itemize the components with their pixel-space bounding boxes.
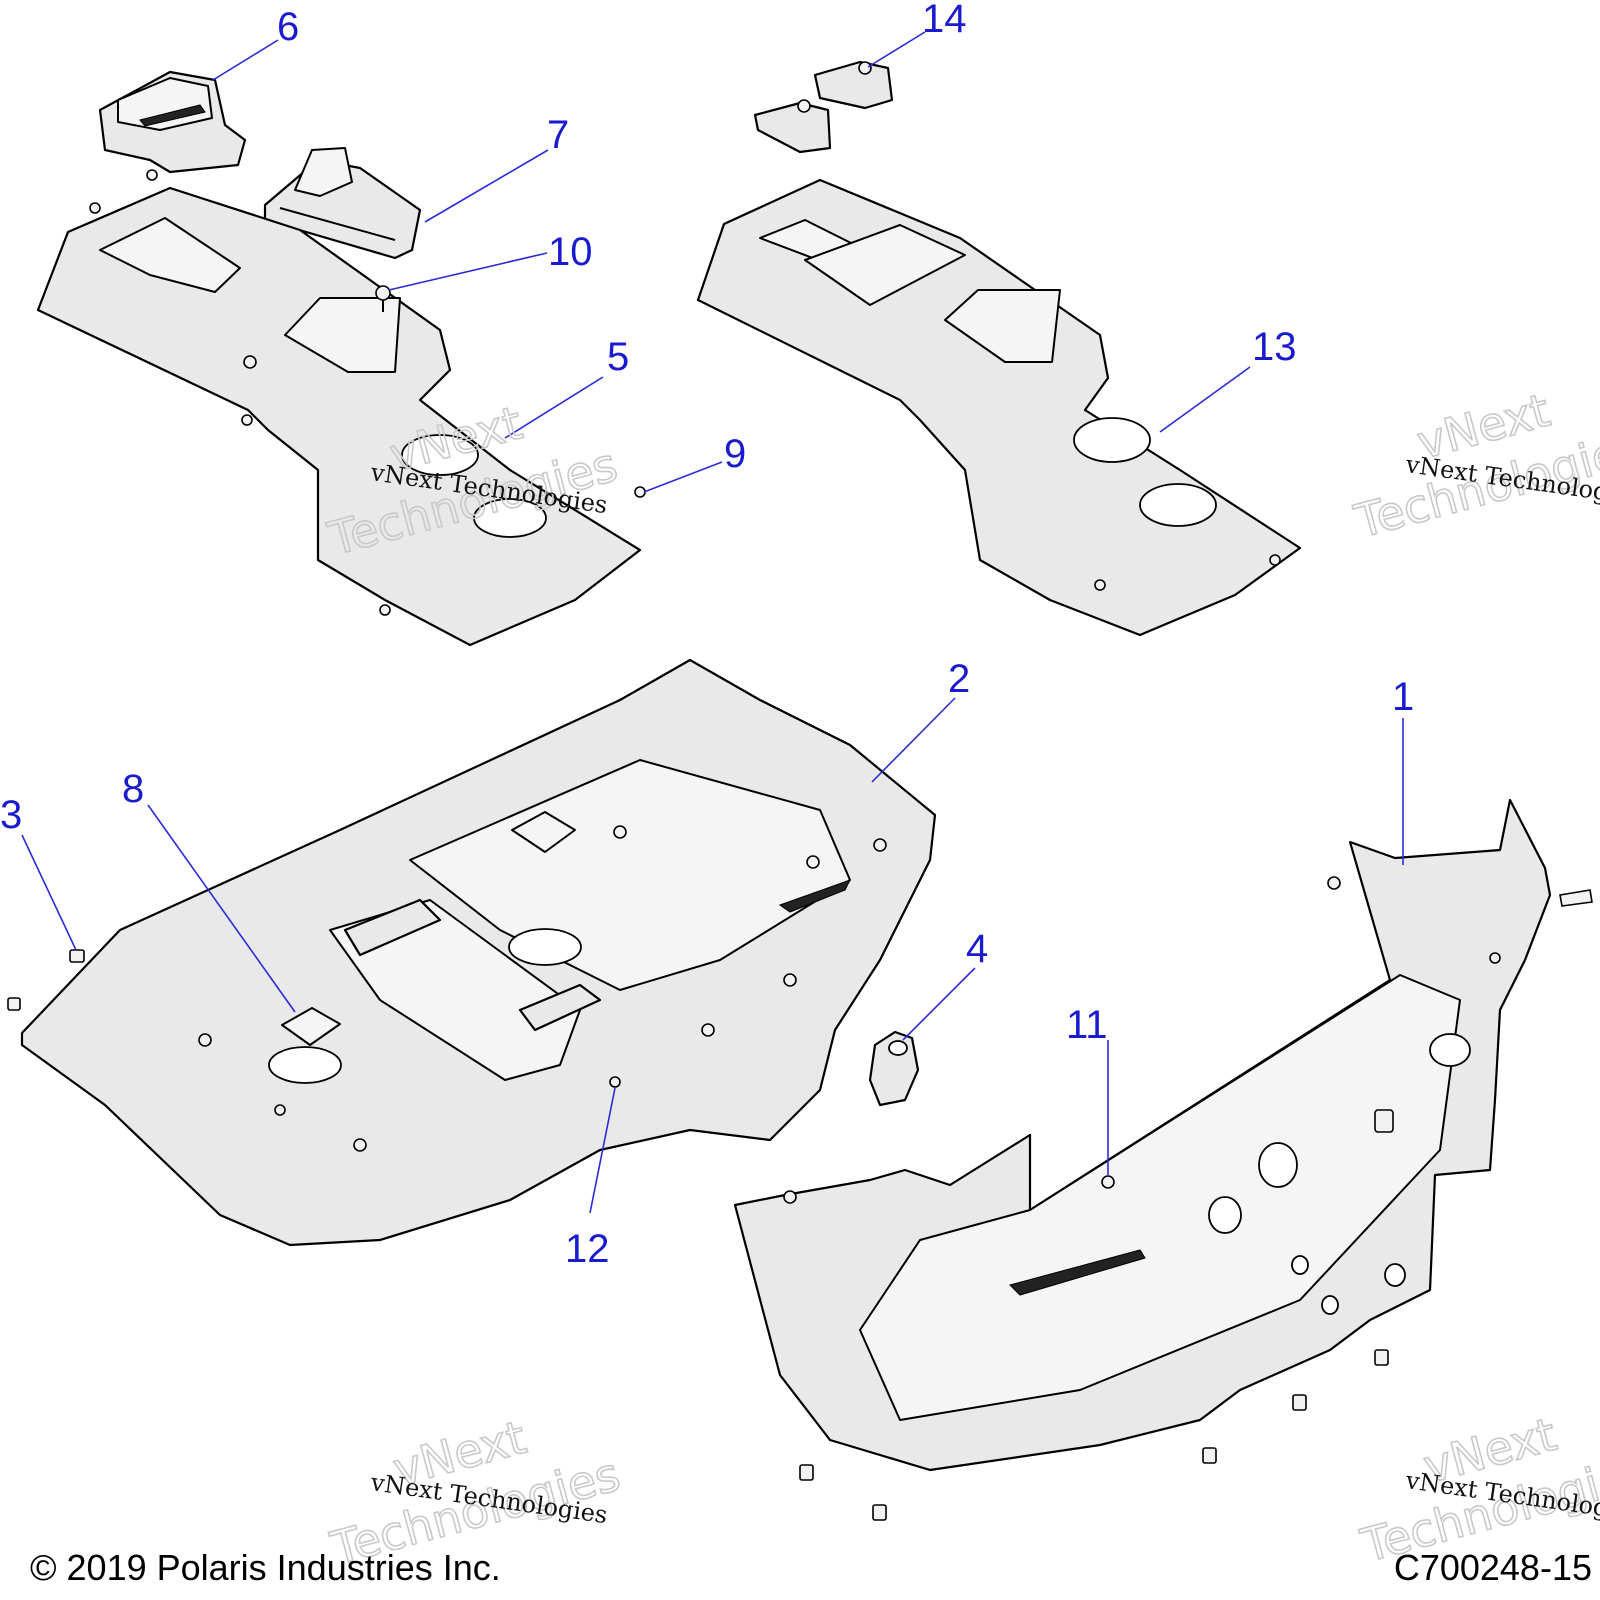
leader-8 bbox=[147, 804, 296, 1013]
callout-7: 7 bbox=[547, 113, 569, 157]
part-5-front-console bbox=[36, 169, 642, 647]
watermark-right: vNext Technologies bbox=[1348, 382, 1600, 549]
drawing-number: C700248-15 bbox=[1393, 1547, 1592, 1588]
callout-2: 2 bbox=[948, 657, 970, 701]
leader-12 bbox=[589, 1087, 616, 1214]
part-9-screw bbox=[634, 486, 646, 498]
callout-13: 13 bbox=[1252, 325, 1297, 369]
leader-14 bbox=[867, 31, 926, 68]
part-10-screw bbox=[375, 285, 391, 312]
leader-9 bbox=[643, 461, 723, 493]
leader-4 bbox=[902, 967, 976, 1041]
part-12-fastener bbox=[609, 1076, 621, 1088]
leader-3 bbox=[21, 834, 77, 951]
callout-9: 9 bbox=[724, 432, 746, 476]
part-14-covers bbox=[753, 60, 894, 154]
callout-1: 1 bbox=[1392, 675, 1414, 719]
part-2-floor-pan bbox=[20, 658, 937, 1247]
leader-6 bbox=[212, 39, 279, 81]
leader-13 bbox=[1159, 366, 1251, 433]
callout-10: 10 bbox=[548, 230, 593, 274]
leader-lines bbox=[21, 31, 1404, 1214]
callout-4: 4 bbox=[966, 927, 988, 971]
part-6-cover bbox=[98, 70, 247, 174]
callout-11: 11 bbox=[1066, 1003, 1108, 1047]
callout-5: 5 bbox=[607, 335, 629, 379]
part-1-bulkhead bbox=[733, 798, 1593, 1521]
callout-6: 6 bbox=[277, 5, 299, 49]
callout-3: 3 bbox=[0, 793, 22, 837]
part-13-rear-console bbox=[696, 178, 1302, 637]
leader-5 bbox=[504, 376, 604, 439]
leader-7 bbox=[424, 149, 549, 223]
copyright-text: © 2019 Polaris Industries Inc. bbox=[30, 1547, 501, 1588]
part-4-bracket bbox=[868, 1030, 920, 1107]
callout-14: 14 bbox=[922, 0, 967, 41]
leader-2 bbox=[871, 697, 956, 783]
callout-8: 8 bbox=[122, 767, 144, 811]
callout-labels: 1 2 3 4 5 6 7 8 9 10 11 12 13 14 bbox=[0, 0, 1414, 1271]
part-3-clip bbox=[7, 949, 85, 1011]
callout-12: 12 bbox=[565, 1227, 610, 1271]
leader-10 bbox=[388, 252, 548, 291]
